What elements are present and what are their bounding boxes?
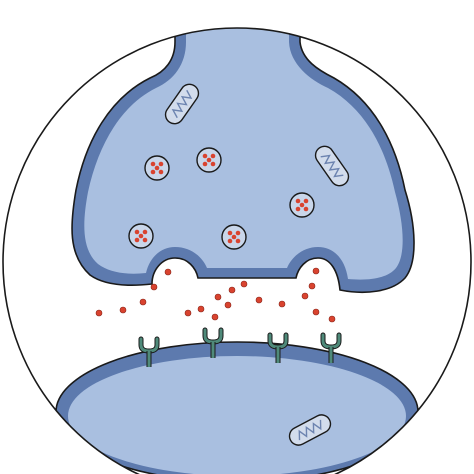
synaptic-vesicle [196,147,222,173]
mitochondrion [164,83,200,125]
synaptic-vesicle [289,192,315,218]
neurotransmitter [303,206,309,212]
neurotransmitter [255,296,263,304]
neurotransmitter [328,315,336,323]
receptor [267,332,289,363]
neurotransmitter [214,293,222,301]
neurotransmitter [150,283,158,291]
neurotransmitter [228,286,236,294]
receptor [138,336,160,367]
postsynaptic-cytoplasm [68,356,406,474]
neurotransmitter [184,309,192,317]
neurotransmitter [308,282,316,290]
synaptic-vesicle [128,223,154,249]
postsynaptic-cell [55,341,419,474]
neurotransmitter [134,237,140,243]
neurotransmitter [206,157,212,163]
neurotransmitter [240,280,248,288]
neurotransmitter [134,229,140,235]
neurotransmitter [278,300,286,308]
neurotransmitter [95,309,103,317]
presynaptic-terminal [71,28,415,294]
mitochondrion [288,414,332,446]
neurotransmitter [202,153,208,159]
neurotransmitter [299,202,305,208]
neurotransmitter [231,234,237,240]
neurotransmitter [312,267,320,275]
neurotransmitter [142,237,148,243]
neurotransmitter [295,206,301,212]
neurotransmitter [210,153,216,159]
magnified-view [55,28,419,474]
neurotransmitter [312,308,320,316]
neurotransmitter [303,198,309,204]
synaptic-vesicles [128,147,315,250]
neurotransmitter [158,169,164,175]
neurotransmitter [138,233,144,239]
neurotransmitter [224,301,232,309]
neurotransmitter [197,305,205,313]
neurotransmitter [235,230,241,236]
neurotransmitter [119,306,127,314]
neurotransmitter [150,169,156,175]
receptors [138,327,342,367]
presynaptic-cytoplasm [84,28,403,280]
neurotransmitter [150,161,156,167]
neurotransmitter [227,238,233,244]
neurotransmitters [95,267,336,323]
neurotransmitter [154,165,160,171]
synaptic-vesicle [144,155,170,181]
receptor [202,327,224,358]
synaptic-vesicle [221,224,247,250]
neurotransmitter [211,313,219,321]
neurotransmitter [295,198,301,204]
neurotransmitter [202,161,208,167]
neurotransmitter [142,229,148,235]
receptor [320,332,342,363]
neurotransmitter [227,230,233,236]
neurotransmitter [158,161,164,167]
neurotransmitter [139,298,147,306]
magnification-circle [2,27,472,474]
neurotransmitter [235,238,241,244]
neurotransmitter [301,292,309,300]
mitochondrion [314,145,350,187]
neurotransmitter [164,268,172,276]
neurotransmitter [210,161,216,167]
